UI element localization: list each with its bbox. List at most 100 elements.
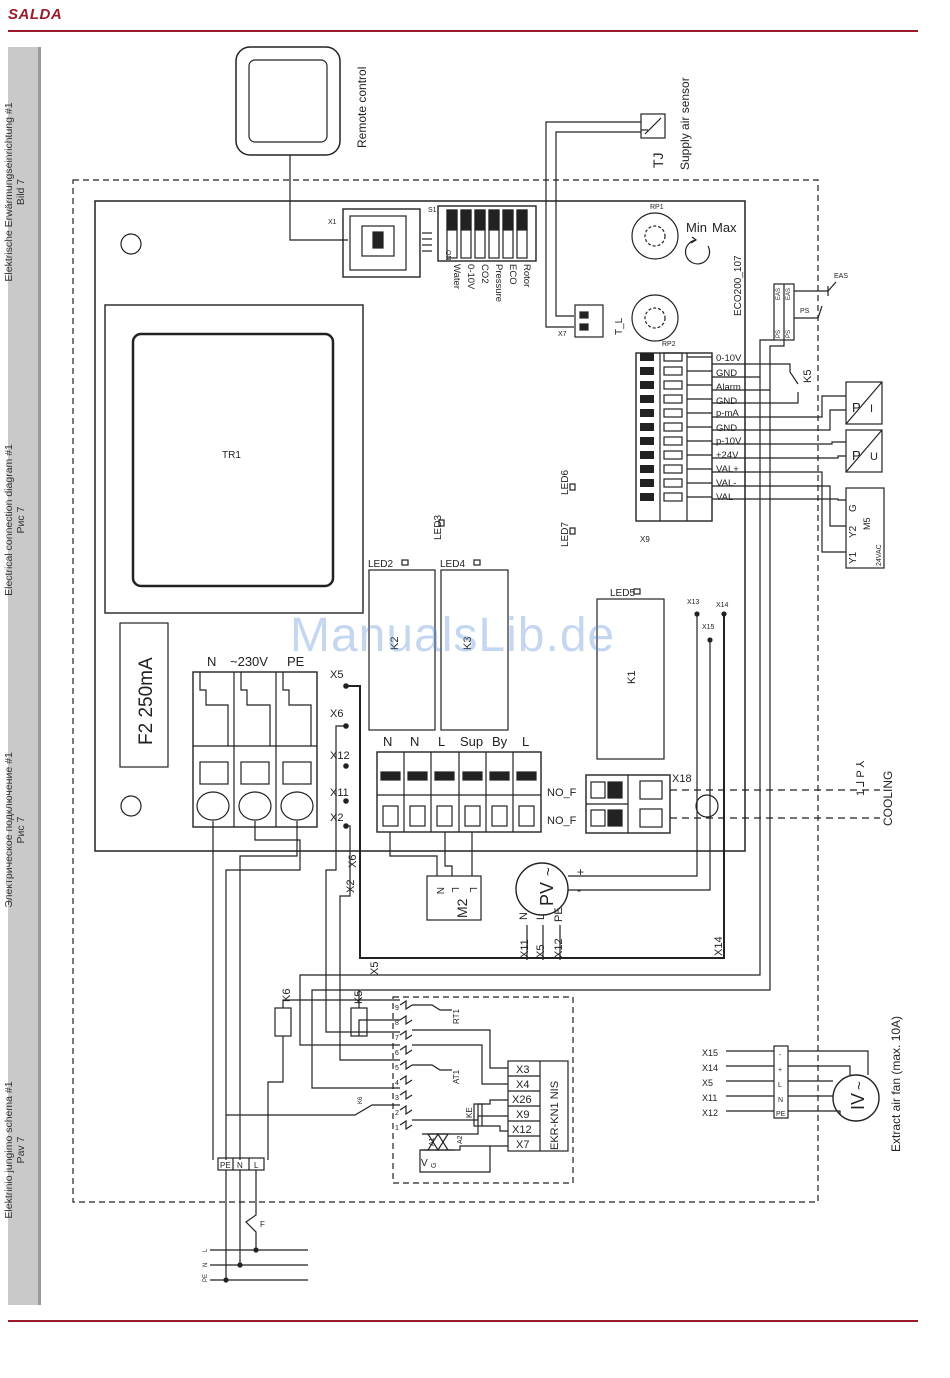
sensor-wire xyxy=(545,121,641,328)
cooling-label: COOLING xyxy=(881,771,895,826)
led3-label: LED3 xyxy=(433,515,444,540)
x6-wire xyxy=(325,725,400,1033)
pressure-wire xyxy=(712,395,846,418)
x11-terminal xyxy=(343,798,349,804)
x1-socket xyxy=(349,215,407,271)
x9-terminal-label: p-mA xyxy=(716,408,739,419)
pressure-sensor-diagonal xyxy=(845,381,883,425)
m5-wire xyxy=(712,471,846,553)
mains-l-label: L xyxy=(203,1248,209,1252)
power-terminal-block xyxy=(192,671,318,828)
k5-contact-label: K5 xyxy=(802,370,814,383)
t-l-label: T_L xyxy=(614,317,625,335)
x9-screw xyxy=(640,381,654,389)
relay-k3 xyxy=(440,569,509,731)
min-label: Min xyxy=(686,220,707,235)
dip-label-pressure: Pressure xyxy=(493,264,504,302)
x9-screw xyxy=(640,479,654,487)
power-terminal-230v-label: ~230V xyxy=(230,654,268,669)
sensor-wire xyxy=(555,131,641,317)
n-terminal-label: N xyxy=(237,1161,243,1170)
x9-clamp xyxy=(663,436,683,446)
x9-terminal-labels: 0-10V GND Alarm GND p-mA GND p-10V +24V … xyxy=(716,353,742,503)
output-terminal-n-label: N xyxy=(410,734,419,749)
x9-terminal-label: VAL+ xyxy=(716,464,739,475)
x2-wire xyxy=(339,825,400,1061)
x9-terminal-label: GND xyxy=(716,423,737,434)
pv-terminal-pe: PE xyxy=(553,907,565,922)
wire-x6-label: X6 xyxy=(347,855,359,868)
pv-terminal-n: N xyxy=(518,912,530,920)
heater-x9-wire xyxy=(454,1115,508,1135)
output-terminal-l-label: L xyxy=(438,734,445,749)
no-f-label: NO_F xyxy=(547,787,577,799)
pressure-wire xyxy=(712,455,846,459)
iv-label: IV xyxy=(848,1093,868,1110)
x5-label: X5 xyxy=(330,669,343,681)
rp2-knob xyxy=(644,307,666,329)
iv-wires xyxy=(726,1050,774,1112)
cooling-symbol-icon: 1 ⅃ P ⅄ xyxy=(855,760,867,796)
x7-pin xyxy=(579,323,589,331)
ekr-terminal-label: X9 xyxy=(516,1109,529,1121)
l-terminal-label: L xyxy=(254,1161,259,1170)
x9-screw xyxy=(640,367,654,375)
ps-terminal-label: PS xyxy=(786,330,792,338)
eas-contact xyxy=(794,281,837,292)
unit-enclosure xyxy=(72,179,819,1203)
rp2-potentiometer xyxy=(631,294,679,342)
x9-screw xyxy=(640,423,654,431)
m2-terminal-label: L xyxy=(467,887,478,893)
x9-clamp xyxy=(663,408,683,418)
pe-terminal-label: PE xyxy=(220,1161,231,1170)
wire-x5-label: X5 xyxy=(369,962,381,975)
motor-m2 xyxy=(426,875,482,921)
iv-terminal-label: PE xyxy=(776,1111,786,1118)
dip-label-eco: ECO xyxy=(507,264,518,285)
iv-terminal-block xyxy=(773,1045,789,1119)
pv-control-wire xyxy=(568,640,711,891)
rp1-potentiometer xyxy=(631,212,679,260)
alarm-wire xyxy=(299,377,761,1046)
rp2-label: RP2 xyxy=(662,341,676,348)
output-terminal-n-label: N xyxy=(383,734,392,749)
heater-terminal-number: 3 xyxy=(395,1095,399,1102)
rp1-label: RP1 xyxy=(650,204,664,211)
m5-y2-label: Y2 xyxy=(848,525,859,538)
m2-wire xyxy=(389,832,438,876)
cooling-gland xyxy=(695,794,719,818)
m5-wire xyxy=(712,485,846,527)
x9-clamp xyxy=(663,394,683,404)
iv-wire-label: X5 xyxy=(702,1078,713,1088)
k6-wire xyxy=(282,999,400,1008)
m5-g-label: G xyxy=(848,504,859,512)
heater-terminal-number: 9 xyxy=(395,1005,399,1012)
heater-gate-wire xyxy=(419,1146,491,1173)
x2-label: X2 xyxy=(330,812,343,824)
x7-connector xyxy=(574,304,604,338)
heater-terminal-number: 4 xyxy=(395,1080,399,1087)
iv-terminal-label: L xyxy=(778,1082,782,1089)
board-code: ECO200_107 xyxy=(733,255,744,316)
x9-clamp xyxy=(663,464,683,474)
led4 xyxy=(473,559,481,566)
x13-label: X13 xyxy=(687,599,700,606)
ekr-terminal-label: X12 xyxy=(512,1124,532,1136)
led4-label: LED4 xyxy=(440,559,465,570)
dip-label-co2: CO2 xyxy=(479,264,490,284)
m2-terminal-label: N xyxy=(434,887,445,894)
x9-terminal-label: 0-10V xyxy=(716,353,742,364)
v-label: V xyxy=(421,1158,428,1169)
x9-terminal-label: VAL xyxy=(716,492,733,503)
x5-x14-wire xyxy=(346,614,725,959)
remote-wire xyxy=(289,155,348,241)
iv-wire-label: X14 xyxy=(702,1063,718,1073)
fuse-f2 xyxy=(119,622,169,768)
ekr-terminal-label: X4 xyxy=(516,1079,529,1091)
tj-label: TJ xyxy=(650,152,666,168)
x6-label: X6 xyxy=(330,708,343,720)
gnd-wire xyxy=(311,390,771,1089)
junction xyxy=(237,1262,243,1268)
x18-connector xyxy=(585,774,671,834)
iv-wire-label: X15 xyxy=(702,1048,718,1058)
